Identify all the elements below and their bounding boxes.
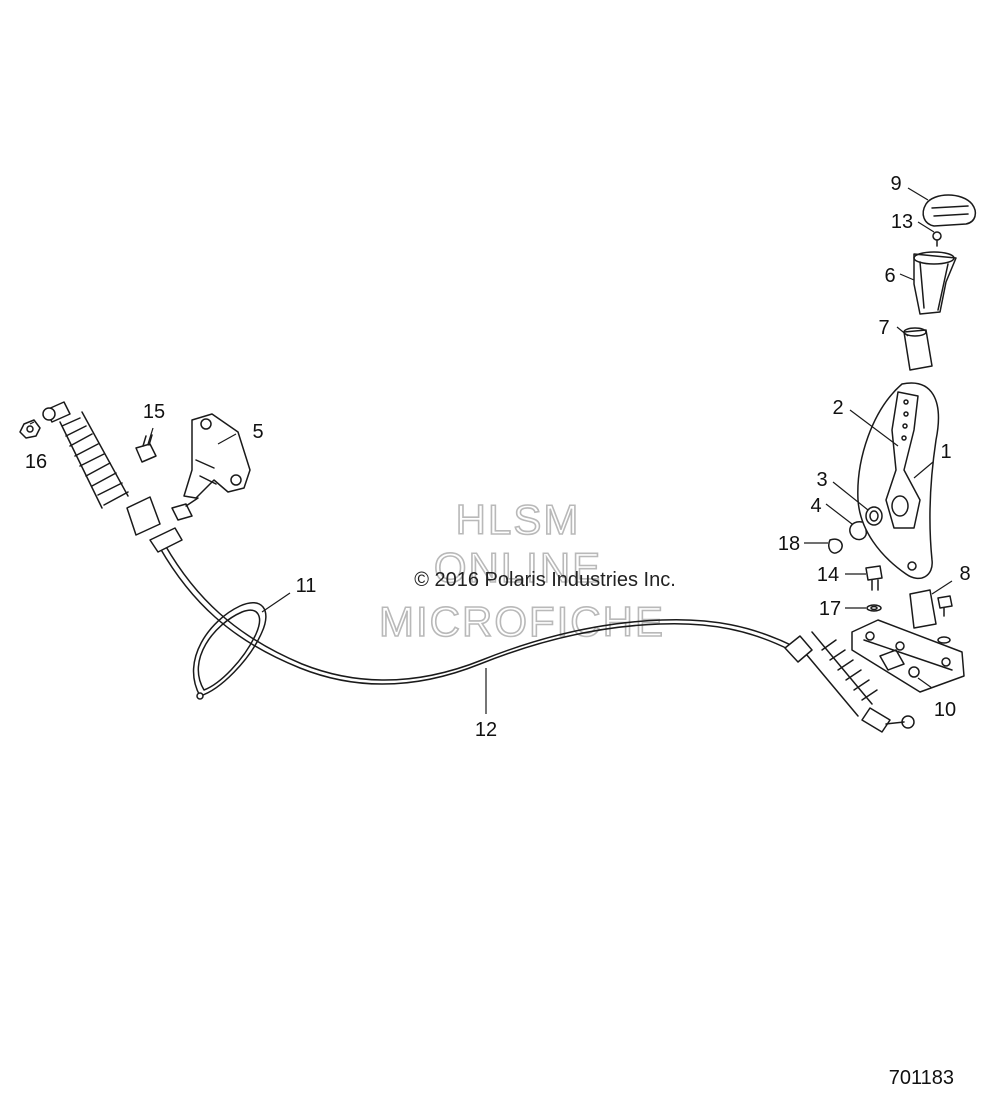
sleeve-part-7 (903, 327, 933, 371)
callout-6: 6 (884, 265, 895, 287)
bolt-part-15 (135, 434, 157, 463)
cable-tie-part-11 (192, 601, 267, 700)
callout-5: 5 (252, 421, 263, 443)
bolt-part-14 (865, 565, 883, 591)
watermark-line-2: ONLINE (434, 544, 602, 591)
bracket-part-5 (183, 413, 251, 499)
shift-arm-part-2 (885, 391, 921, 571)
callout-2: 2 (832, 397, 843, 419)
snap-ring-part-4 (849, 521, 868, 541)
right-cable-bellows (784, 631, 878, 717)
grip-part-6 (913, 251, 957, 315)
callout-11: 11 (296, 575, 317, 597)
callout-9: 9 (890, 173, 901, 195)
shift-cable-part-12 (42, 401, 915, 733)
callout-4: 4 (810, 495, 821, 517)
leader-lines (29, 187, 953, 714)
callout-17: 17 (819, 598, 841, 620)
washer-part-17 (866, 604, 882, 612)
bolt-near-bracket (171, 497, 199, 521)
callout-7: 7 (878, 317, 889, 339)
callout-12: 12 (475, 719, 497, 741)
callout-3: 3 (816, 469, 827, 491)
callout-1: 1 (940, 441, 951, 463)
callout-numbers: 1 2 3 4 5 6 7 8 9 10 11 12 13 14 15 16 1… (25, 173, 971, 741)
callout-10: 10 (934, 699, 956, 721)
knob-part-9 (922, 194, 977, 227)
nut-part-16 (19, 419, 41, 439)
callout-16: 16 (25, 451, 47, 473)
left-cable-bellows (59, 411, 129, 509)
bushing-part-3 (865, 506, 883, 526)
bolt-near-pad (937, 595, 953, 644)
callout-14: 14 (817, 564, 839, 586)
callout-15: 15 (143, 401, 165, 423)
copyright-text: © 2016 Polaris Industries Inc. (414, 569, 676, 591)
callout-8: 8 (959, 563, 970, 585)
watermark: HLSM ONLINE MICROFICHE © 2016 Polaris In… (378, 495, 676, 646)
screw-part-13 (932, 231, 942, 247)
watermark-line-1: HLSM (456, 496, 581, 543)
pad-part-8 (909, 589, 937, 629)
callout-13: 13 (891, 211, 913, 233)
document-number: 701183 (889, 1067, 954, 1089)
mount-plate-part-10 (851, 619, 965, 693)
clip-part-18 (827, 538, 843, 554)
watermark-line-3: MICROFICHE (379, 598, 665, 645)
callout-18: 18 (778, 533, 800, 555)
